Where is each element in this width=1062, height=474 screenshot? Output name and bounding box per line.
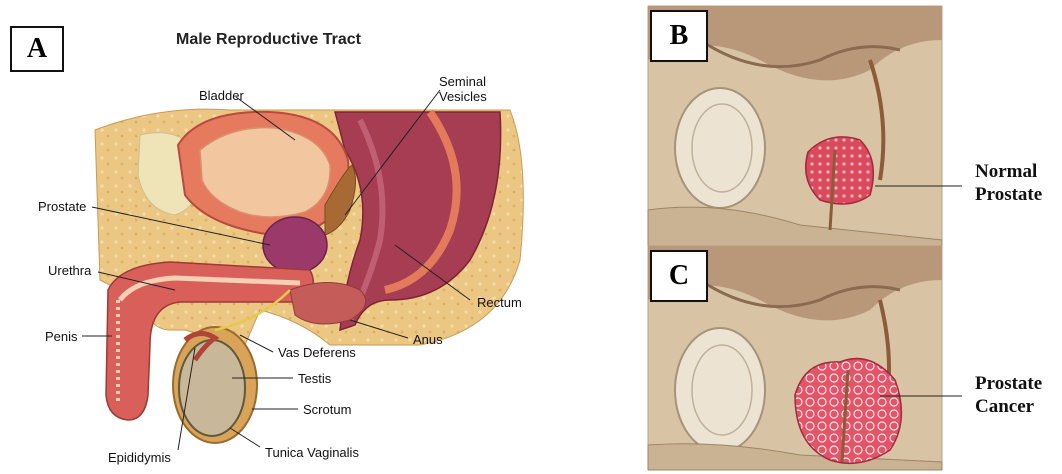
- label-testis: Testis: [298, 371, 331, 386]
- label-tunica-vaginalis: Tunica Vaginalis: [265, 445, 359, 460]
- bulbar-tissue: [290, 283, 366, 325]
- label-seminal: Seminal: [439, 74, 486, 89]
- caption-prostate-cancer: Prostate Cancer: [975, 372, 1042, 418]
- panel-c-label: C: [650, 250, 708, 302]
- caption-normal-line1: Normal: [975, 160, 1042, 183]
- label-urethra: Urethra: [48, 263, 91, 278]
- diagram-title: Male Reproductive Tract: [176, 31, 361, 49]
- label-vas-deferens: Vas Deferens: [278, 345, 356, 360]
- panel-a-label: A: [10, 26, 64, 72]
- normal-prostate-shape: [806, 137, 874, 204]
- label-penis: Penis: [45, 329, 78, 344]
- label-prostate: Prostate: [38, 199, 86, 214]
- label-bladder: Bladder: [199, 88, 244, 103]
- panel-b-label: B: [650, 10, 708, 62]
- label-rectum: Rectum: [477, 295, 522, 310]
- label-anus: Anus: [413, 332, 443, 347]
- caption-cancer-line2: Cancer: [975, 395, 1042, 418]
- label-vesicles: Vesicles: [439, 89, 487, 104]
- label-scrotum: Scrotum: [303, 402, 351, 417]
- prostate: [263, 217, 327, 273]
- caption-normal-prostate: Normal Prostate: [975, 160, 1042, 206]
- caption-cancer-line1: Prostate: [975, 372, 1042, 395]
- caption-normal-line2: Prostate: [975, 183, 1042, 206]
- label-epididymis: Epididymis: [108, 450, 171, 465]
- testis: [179, 340, 245, 436]
